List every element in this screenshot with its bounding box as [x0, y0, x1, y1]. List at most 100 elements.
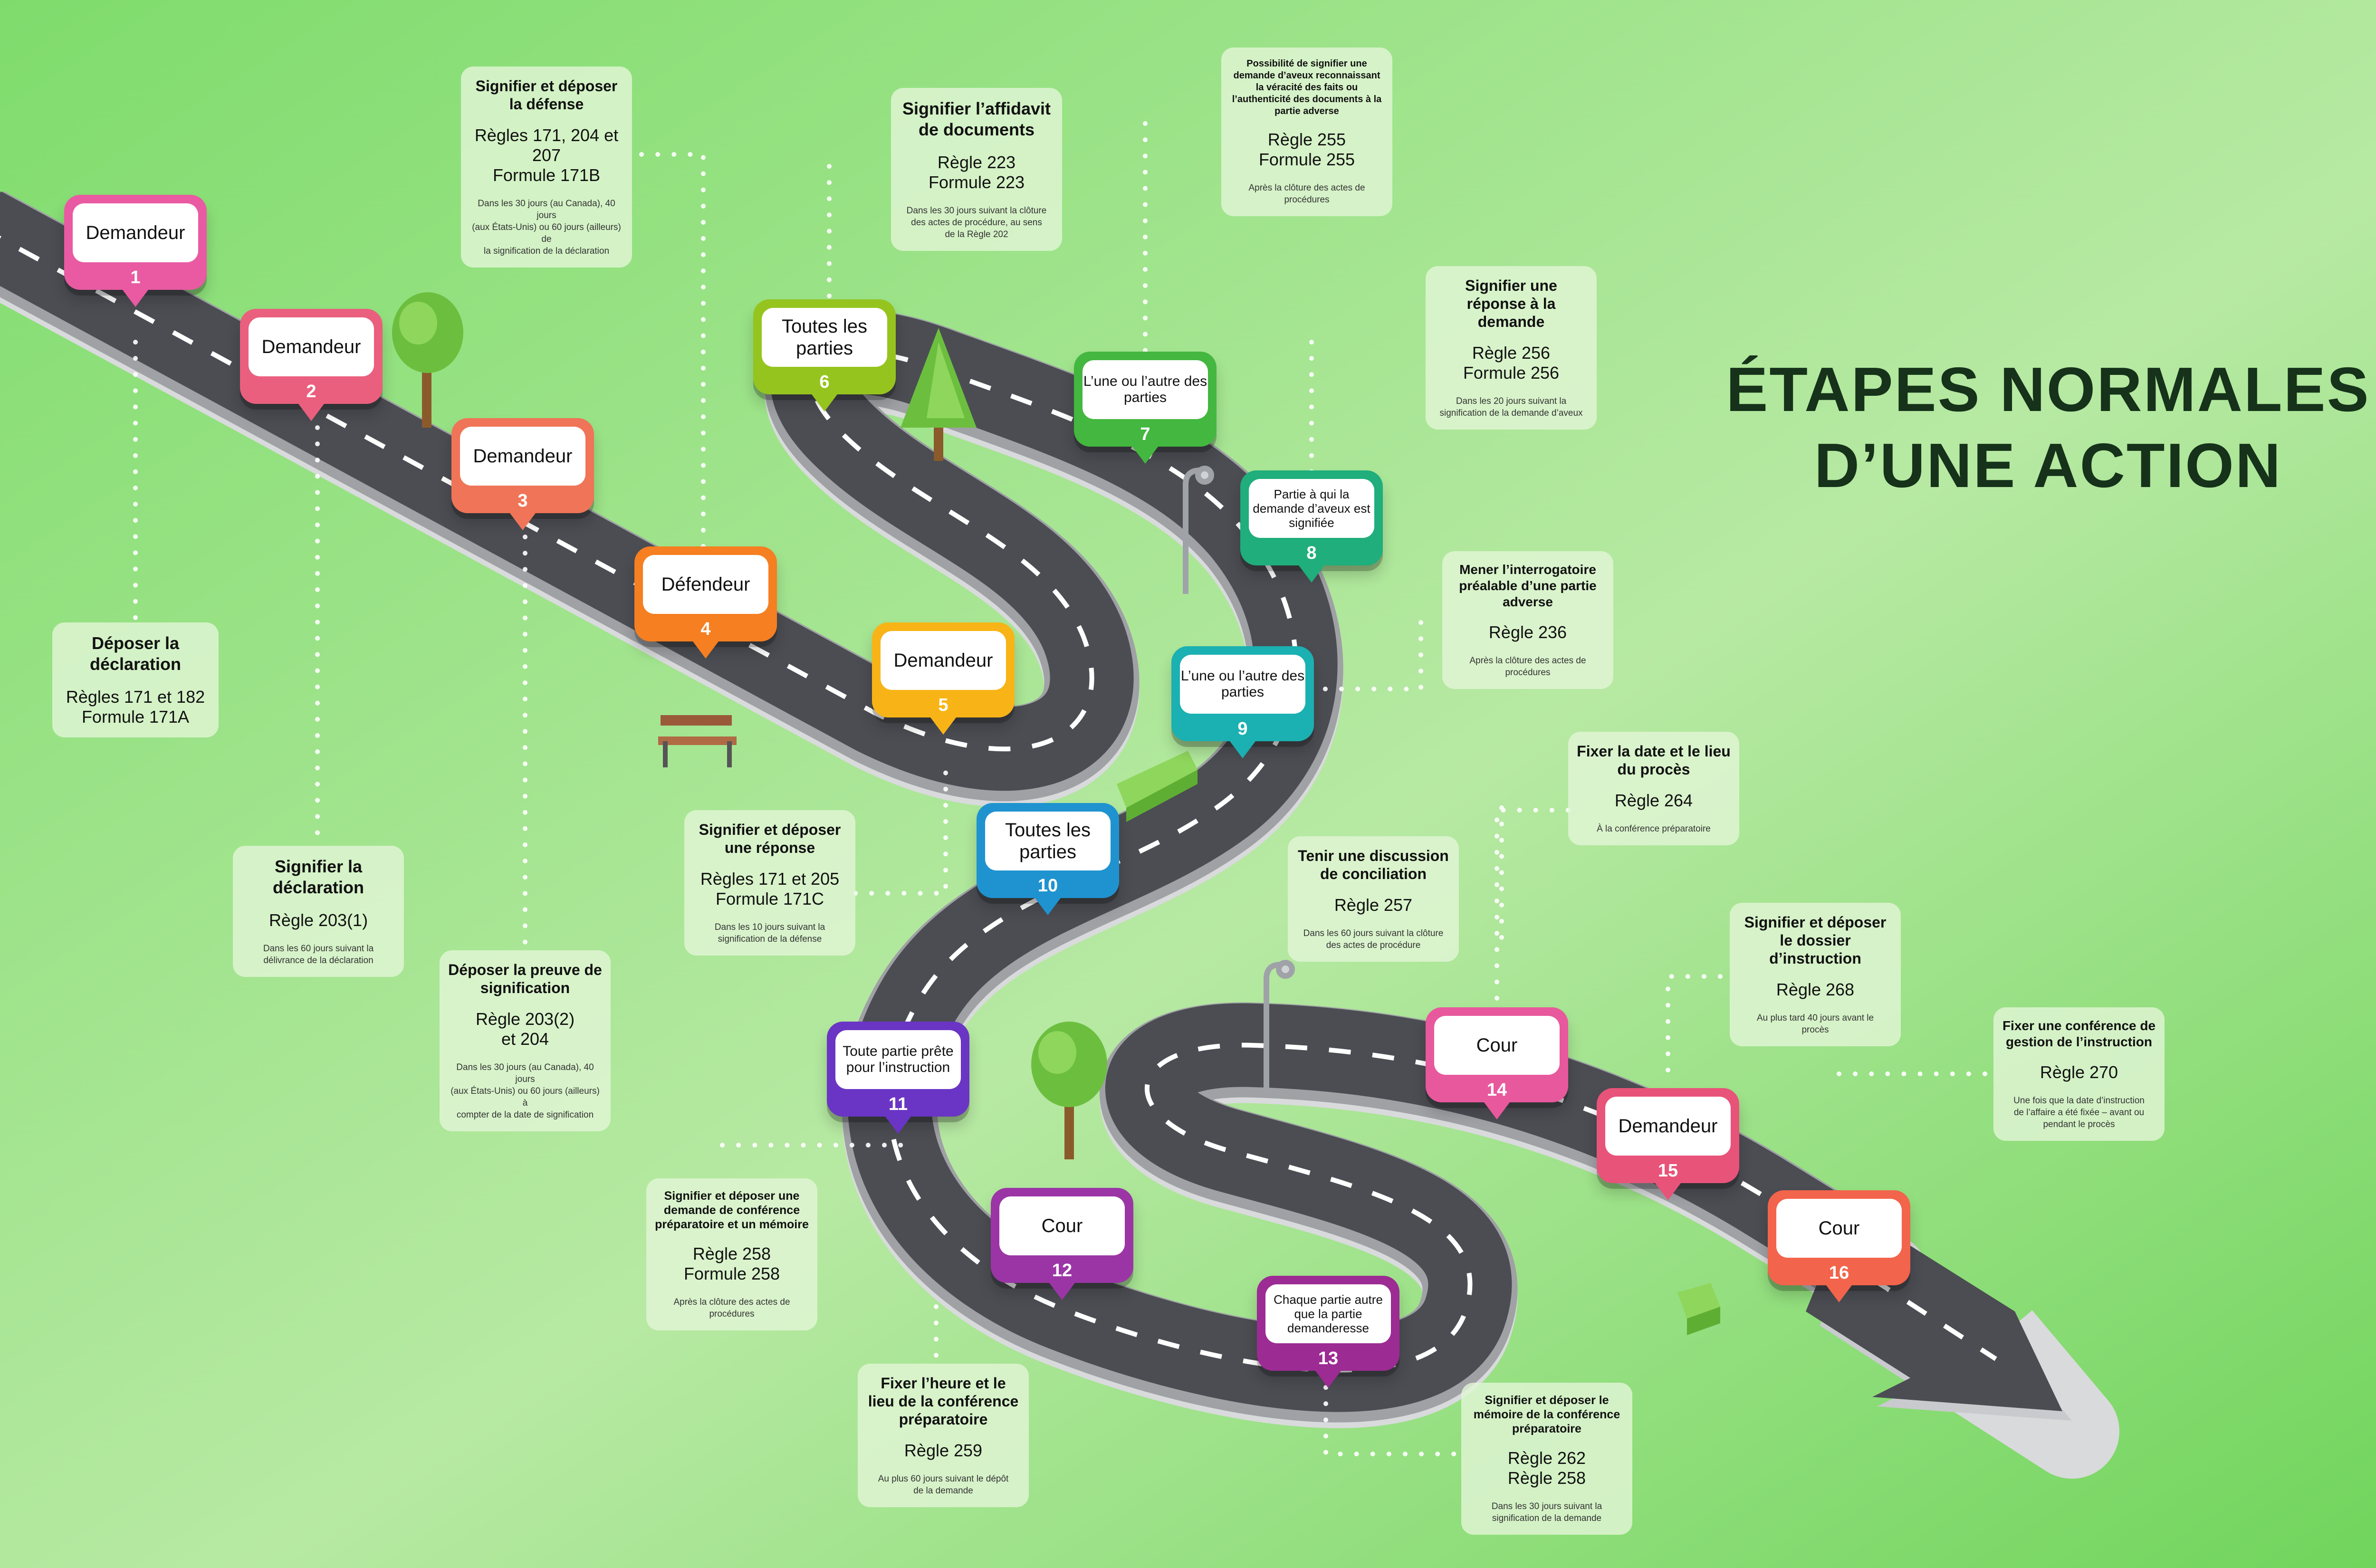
step-card-15: Signifier et déposer le dossier d’instru… [1730, 903, 1901, 1046]
step-label: Chaque partie autre que la partie demand… [1265, 1284, 1391, 1343]
card-title: Déposer la déclaration [89, 633, 182, 674]
step-card-13: Signifier et déposer le mémoire de la co… [1461, 1383, 1632, 1535]
card-title: Signifier et déposer la défense [475, 77, 618, 113]
card-rule: Règles 171, 204 et 207 Formule 171B [474, 125, 619, 185]
card-note: Dans les 30 jours suivant la significati… [1491, 1501, 1602, 1523]
card-note: Dans les 30 jours (au Canada), 40 jours … [450, 1062, 600, 1120]
card-note: Dans les 20 jours suivant la significati… [1439, 396, 1583, 418]
step-label: Toute partie prête pour l’instruction [835, 1030, 961, 1089]
card-title: Possibilité de signifier une demande d’a… [1232, 58, 1382, 116]
step-card-1: Déposer la déclaration Règles 171 et 182… [52, 622, 219, 737]
card-note: À la conférence préparatoire [1597, 824, 1711, 834]
step-number: 13 [1318, 1348, 1339, 1368]
step-label: Cour [1776, 1199, 1902, 1258]
step-pin-4: Défendeur 4 [634, 546, 777, 659]
step-pin-1: Demandeur 1 [64, 195, 207, 307]
card-rule: Règles 171 et 182 Formule 171A [66, 687, 205, 727]
step-label: L’une ou l’autre des parties [1083, 360, 1208, 419]
step-card-8: Signifier une réponse à la demande Règle… [1426, 266, 1597, 430]
step-pin-9: L’une ou l’autre des parties 9 [1171, 646, 1314, 758]
step-label: Demandeur [249, 317, 374, 376]
card-rule: Règle 259 [904, 1441, 983, 1460]
card-note: Dans les 10 jours suivant la significati… [714, 922, 825, 944]
card-note: Au plus tard 40 jours avant le procès [1756, 1013, 1874, 1035]
street-lamp-icon [1264, 960, 1295, 1093]
card-note: Au plus 60 jours suivant le dépôt de la … [878, 1474, 1009, 1496]
card-rule: Règle 270 [2040, 1062, 2118, 1082]
card-note: Dans les 30 jours (au Canada), 40 jours … [472, 199, 621, 256]
step-pin-3: Demandeur 3 [451, 418, 594, 530]
step-pin-7: L’une ou l’autre des parties 7 [1074, 352, 1217, 464]
step-number: 12 [1052, 1261, 1073, 1281]
step-number: 16 [1829, 1263, 1849, 1283]
step-number: 10 [1037, 876, 1058, 896]
step-number: 3 [517, 491, 528, 511]
card-note: Dans les 60 jours suivant la clôture des… [1303, 928, 1444, 950]
step-number: 4 [700, 619, 711, 639]
step-number: 9 [1237, 719, 1248, 739]
step-label: Toutes les parties [985, 812, 1111, 870]
card-title: Fixer la date et le lieu du procès [1577, 743, 1731, 778]
step-pin-12: Cour 12 [991, 1188, 1133, 1300]
card-rule: Règle 262 Règle 258 [1507, 1448, 1586, 1488]
step-number: 15 [1657, 1161, 1678, 1181]
card-note: Après la clôture des actes de procédures [1469, 656, 1586, 678]
step-pin-2: Demandeur 2 [240, 309, 383, 421]
step-card-6: Signifier l’affidavit de documents Règle… [891, 88, 1062, 251]
page-title: ÉTAPES NORMALES D’UNE ACTION [1692, 352, 2376, 504]
card-title: Signifier une réponse à la demande [1465, 277, 1557, 330]
step-label: Demandeur [460, 427, 585, 486]
card-title: Fixer l’heure et le lieu de la conférenc… [868, 1375, 1019, 1428]
step-pin-6: Toutes les parties 6 [753, 299, 896, 411]
step-number: 14 [1486, 1080, 1507, 1100]
card-note: Une fois que la date d’instruction de l’… [2013, 1096, 2145, 1129]
card-rule: Règle 236 [1488, 622, 1567, 642]
step-label: Demandeur [881, 631, 1006, 690]
step-card-10: Tenir une discussion de conciliation Règ… [1288, 836, 1459, 962]
step-label: Demandeur [73, 203, 198, 262]
dotted-connectors [133, 121, 1998, 1456]
step-label: Toutes les parties [762, 308, 887, 367]
step-pin-15: Demandeur 15 [1597, 1088, 1739, 1200]
title-line-2: D’UNE ACTION [1814, 430, 2282, 500]
card-rule: Règle 258 Formule 258 [683, 1244, 780, 1283]
step-pin-10: Toutes les parties 10 [977, 803, 1119, 915]
card-title: Mener l’interrogatoire préalable d’une p… [1459, 562, 1597, 609]
step-label: Partie à qui la demande d’aveux est sign… [1249, 479, 1374, 538]
card-title: Signifier et déposer le dossier d’instru… [1744, 914, 1887, 967]
step-label: L’une ou l’autre des parties [1180, 655, 1305, 714]
step-number: 2 [306, 382, 316, 402]
step-card-5: Signifier et déposer une réponse Règles … [684, 810, 855, 956]
bush-icon [1677, 1283, 1720, 1335]
step-card-4: Signifier et déposer la défense Règles 1… [461, 67, 632, 268]
step-number: 1 [130, 268, 141, 287]
card-title: Signifier la déclaration [272, 857, 364, 897]
card-rule: Règle 268 [1776, 980, 1855, 999]
step-label: Défendeur [643, 555, 768, 614]
step-number: 5 [938, 695, 948, 715]
step-number: 6 [819, 372, 830, 392]
card-note: Après la clôture des actes de procédures [673, 1297, 790, 1319]
card-note: Après la clôture des actes de procédures [1248, 183, 1365, 205]
step-card-7: Possibilité de signifier une demande d’a… [1221, 48, 1392, 216]
tree-icon [392, 292, 463, 428]
road-lane-markings [0, 236, 1883, 1373]
step-number: 11 [888, 1094, 908, 1114]
title-line-1: ÉTAPES NORMALES [1726, 354, 2370, 424]
tree-icon [1031, 1022, 1107, 1159]
step-number: 7 [1140, 424, 1150, 444]
step-pin-5: Demandeur 5 [872, 622, 1015, 735]
card-rule: Règle 255 Formule 255 [1258, 130, 1355, 169]
card-rule: Règles 171 et 205 Formule 171C [700, 869, 840, 908]
road [0, 191, 2119, 1479]
bush-icon [1117, 751, 1198, 822]
bench-icon [658, 715, 737, 767]
step-card-3: Déposer la preuve de signification Règle… [440, 950, 611, 1131]
step-pin-13: Chaque partie autre que la partie demand… [1257, 1276, 1399, 1388]
card-title: Tenir une discussion de conciliation [1298, 847, 1449, 882]
card-title: Signifier et déposer le mémoire de la co… [1473, 1394, 1620, 1435]
step-card-12: Fixer l’heure et le lieu de la conférenc… [858, 1364, 1029, 1507]
step-pin-11: Toute partie prête pour l’instruction 11 [827, 1022, 969, 1134]
step-card-9: Mener l’interrogatoire préalable d’une p… [1442, 551, 1613, 689]
